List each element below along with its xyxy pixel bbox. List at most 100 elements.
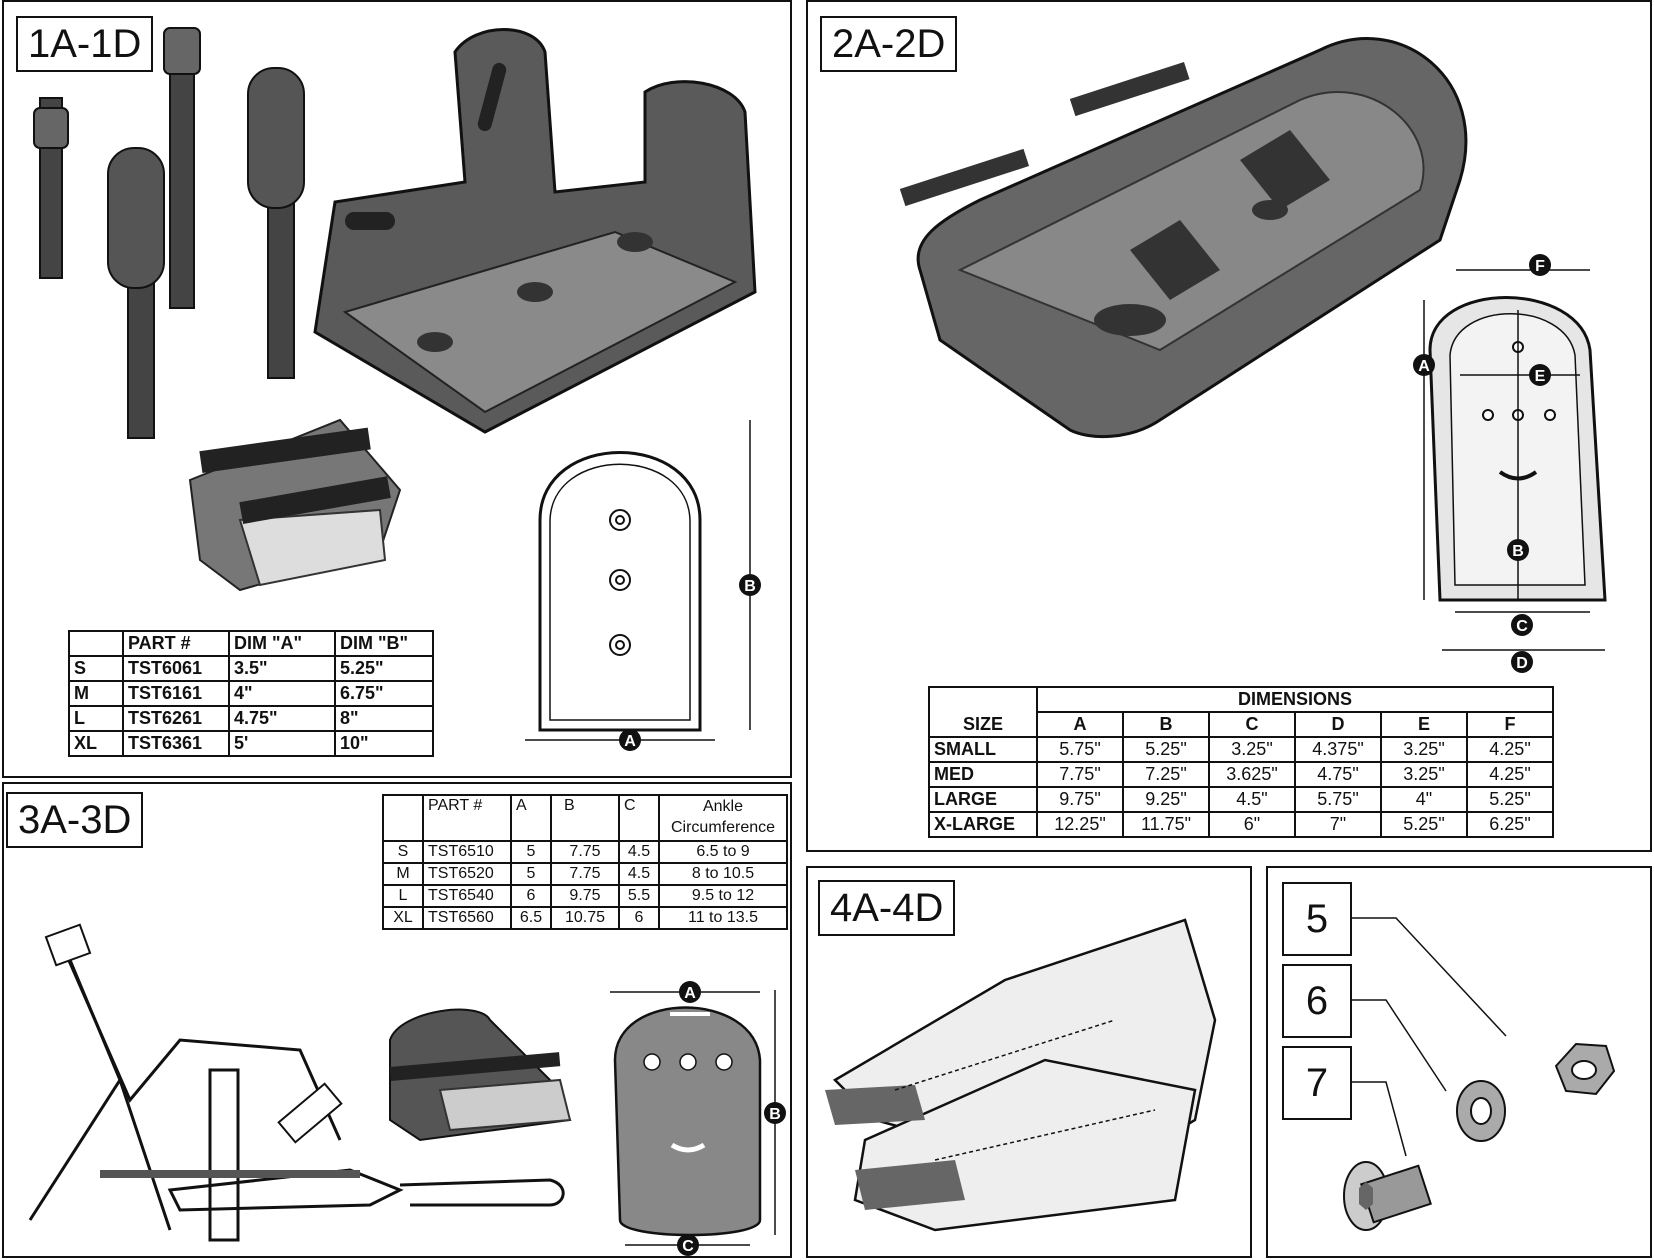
table-header: A [510,794,552,842]
washer-icon [1456,1080,1506,1142]
table-cell: M [68,680,124,707]
table-cell: 10" [334,730,434,757]
table-header-row: PART # A B C Ankle Circumference [382,794,788,842]
table-header: DIM "A" [228,630,336,657]
table-cell: 8" [334,705,434,732]
table-header: Ankle Circumference [658,794,788,842]
table-cell: 6.25" [1466,811,1554,838]
table-cell: SMALL [928,736,1038,763]
table-cell: 3.25" [1380,761,1468,788]
table-cell: TST6061 [122,655,230,682]
table-cell: TST6540 [422,883,512,908]
flat-head-screw-icon [1343,1161,1432,1231]
table-header: PART # [122,630,230,657]
table-cell: 10.75 [550,905,620,930]
dim-label-b: B [744,578,756,595]
panel-label-3a-3d: 3A-3D [6,792,144,848]
sandal-plate-diagram: A B C [610,981,786,1256]
table-cell: 3.25" [1380,736,1468,763]
table-cell: 3.5" [228,655,336,682]
table-header: F [1466,711,1554,738]
strap-illustrations [33,27,305,439]
table-cell: TST6560 [422,905,512,930]
table-cell: 5.25" [334,655,434,682]
table-cell: 9.75 [550,883,620,908]
table-cell: 9.75" [1036,786,1124,813]
table-cell: 4" [1380,786,1468,813]
table-cell: 7.75" [1036,761,1124,788]
table-cell: 12.25" [1036,811,1124,838]
table-header: A [1036,711,1124,738]
table-cell: 5.25" [1122,736,1210,763]
table-cell: S [382,839,424,864]
table-cell: 5 [510,839,552,864]
table-header: E [1380,711,1468,738]
table-cell: 5.25" [1466,786,1554,813]
dim-label-f: F [1535,258,1545,275]
hex-nut-icon [1554,1042,1616,1096]
table-cell: TST6161 [122,680,230,707]
table-cell: 11 to 13.5 [658,905,788,930]
table-cell: 6.5 to 9 [658,839,788,864]
dim-label-c3: C [682,1238,694,1255]
callout-6: 6 [1282,964,1352,1038]
table-cell: L [68,705,124,732]
table-cell: 4.375" [1294,736,1382,763]
table-cell: S [68,655,124,682]
table-header: B [550,794,620,842]
table-cell: TST6361 [122,730,230,757]
table-cell: 9.25" [1122,786,1210,813]
table-cell: 7.75 [550,839,620,864]
table-cell: TST6520 [422,861,512,886]
table-group-header: DIMENSIONS [1036,686,1554,713]
shell-outline-diagram: F A E B C D [1413,254,1607,673]
table-cell: 5.5 [618,883,660,908]
dim-label-b2: B [1512,543,1524,560]
dim-label-a2: A [1418,358,1430,375]
table-header-row: DIMENSIONS [928,686,1554,713]
table-cell: 7.25" [1122,761,1210,788]
sandal-line-drawing [28,923,565,1242]
table-cell: M [382,861,424,886]
dim-label-d: D [1516,655,1528,672]
table-cell: 6 [510,883,552,908]
table-cell: 3.625" [1208,761,1296,788]
dim-label-c: C [1516,618,1528,635]
table-cell: 8 to 10.5 [658,861,788,886]
table-cell: 4" [228,680,336,707]
table-header: C [618,794,660,842]
shell-cradle-illustration [899,37,1468,439]
table-header: C [1208,711,1296,738]
table-cell: 9.5 to 12 [658,883,788,908]
table-header [68,630,124,657]
table-cell: 5.25" [1380,811,1468,838]
table-cell: 3.25" [1208,736,1296,763]
table-header: PART # [422,794,512,842]
table-cell: XL [68,730,124,757]
table-header: DIM "B" [334,630,434,657]
hardware-illustration [1343,917,1616,1231]
table-cell: 6" [1208,811,1296,838]
table-header-row: SIZE A B C D E F [928,711,1554,738]
table-cell: TST6510 [422,839,512,864]
shoe-in-cradle-photo [188,418,402,592]
table-cell: 4.5 [618,839,660,864]
panel-label-4a-4d: 4A-4D [818,880,956,936]
table-cell: XL [382,905,424,930]
table-cell: 6.75" [334,680,434,707]
table-cell: 4.5" [1208,786,1296,813]
table-cell: 7" [1294,811,1382,838]
dim-label-a3: A [684,985,696,1002]
table-cell: 4.25" [1466,761,1554,788]
